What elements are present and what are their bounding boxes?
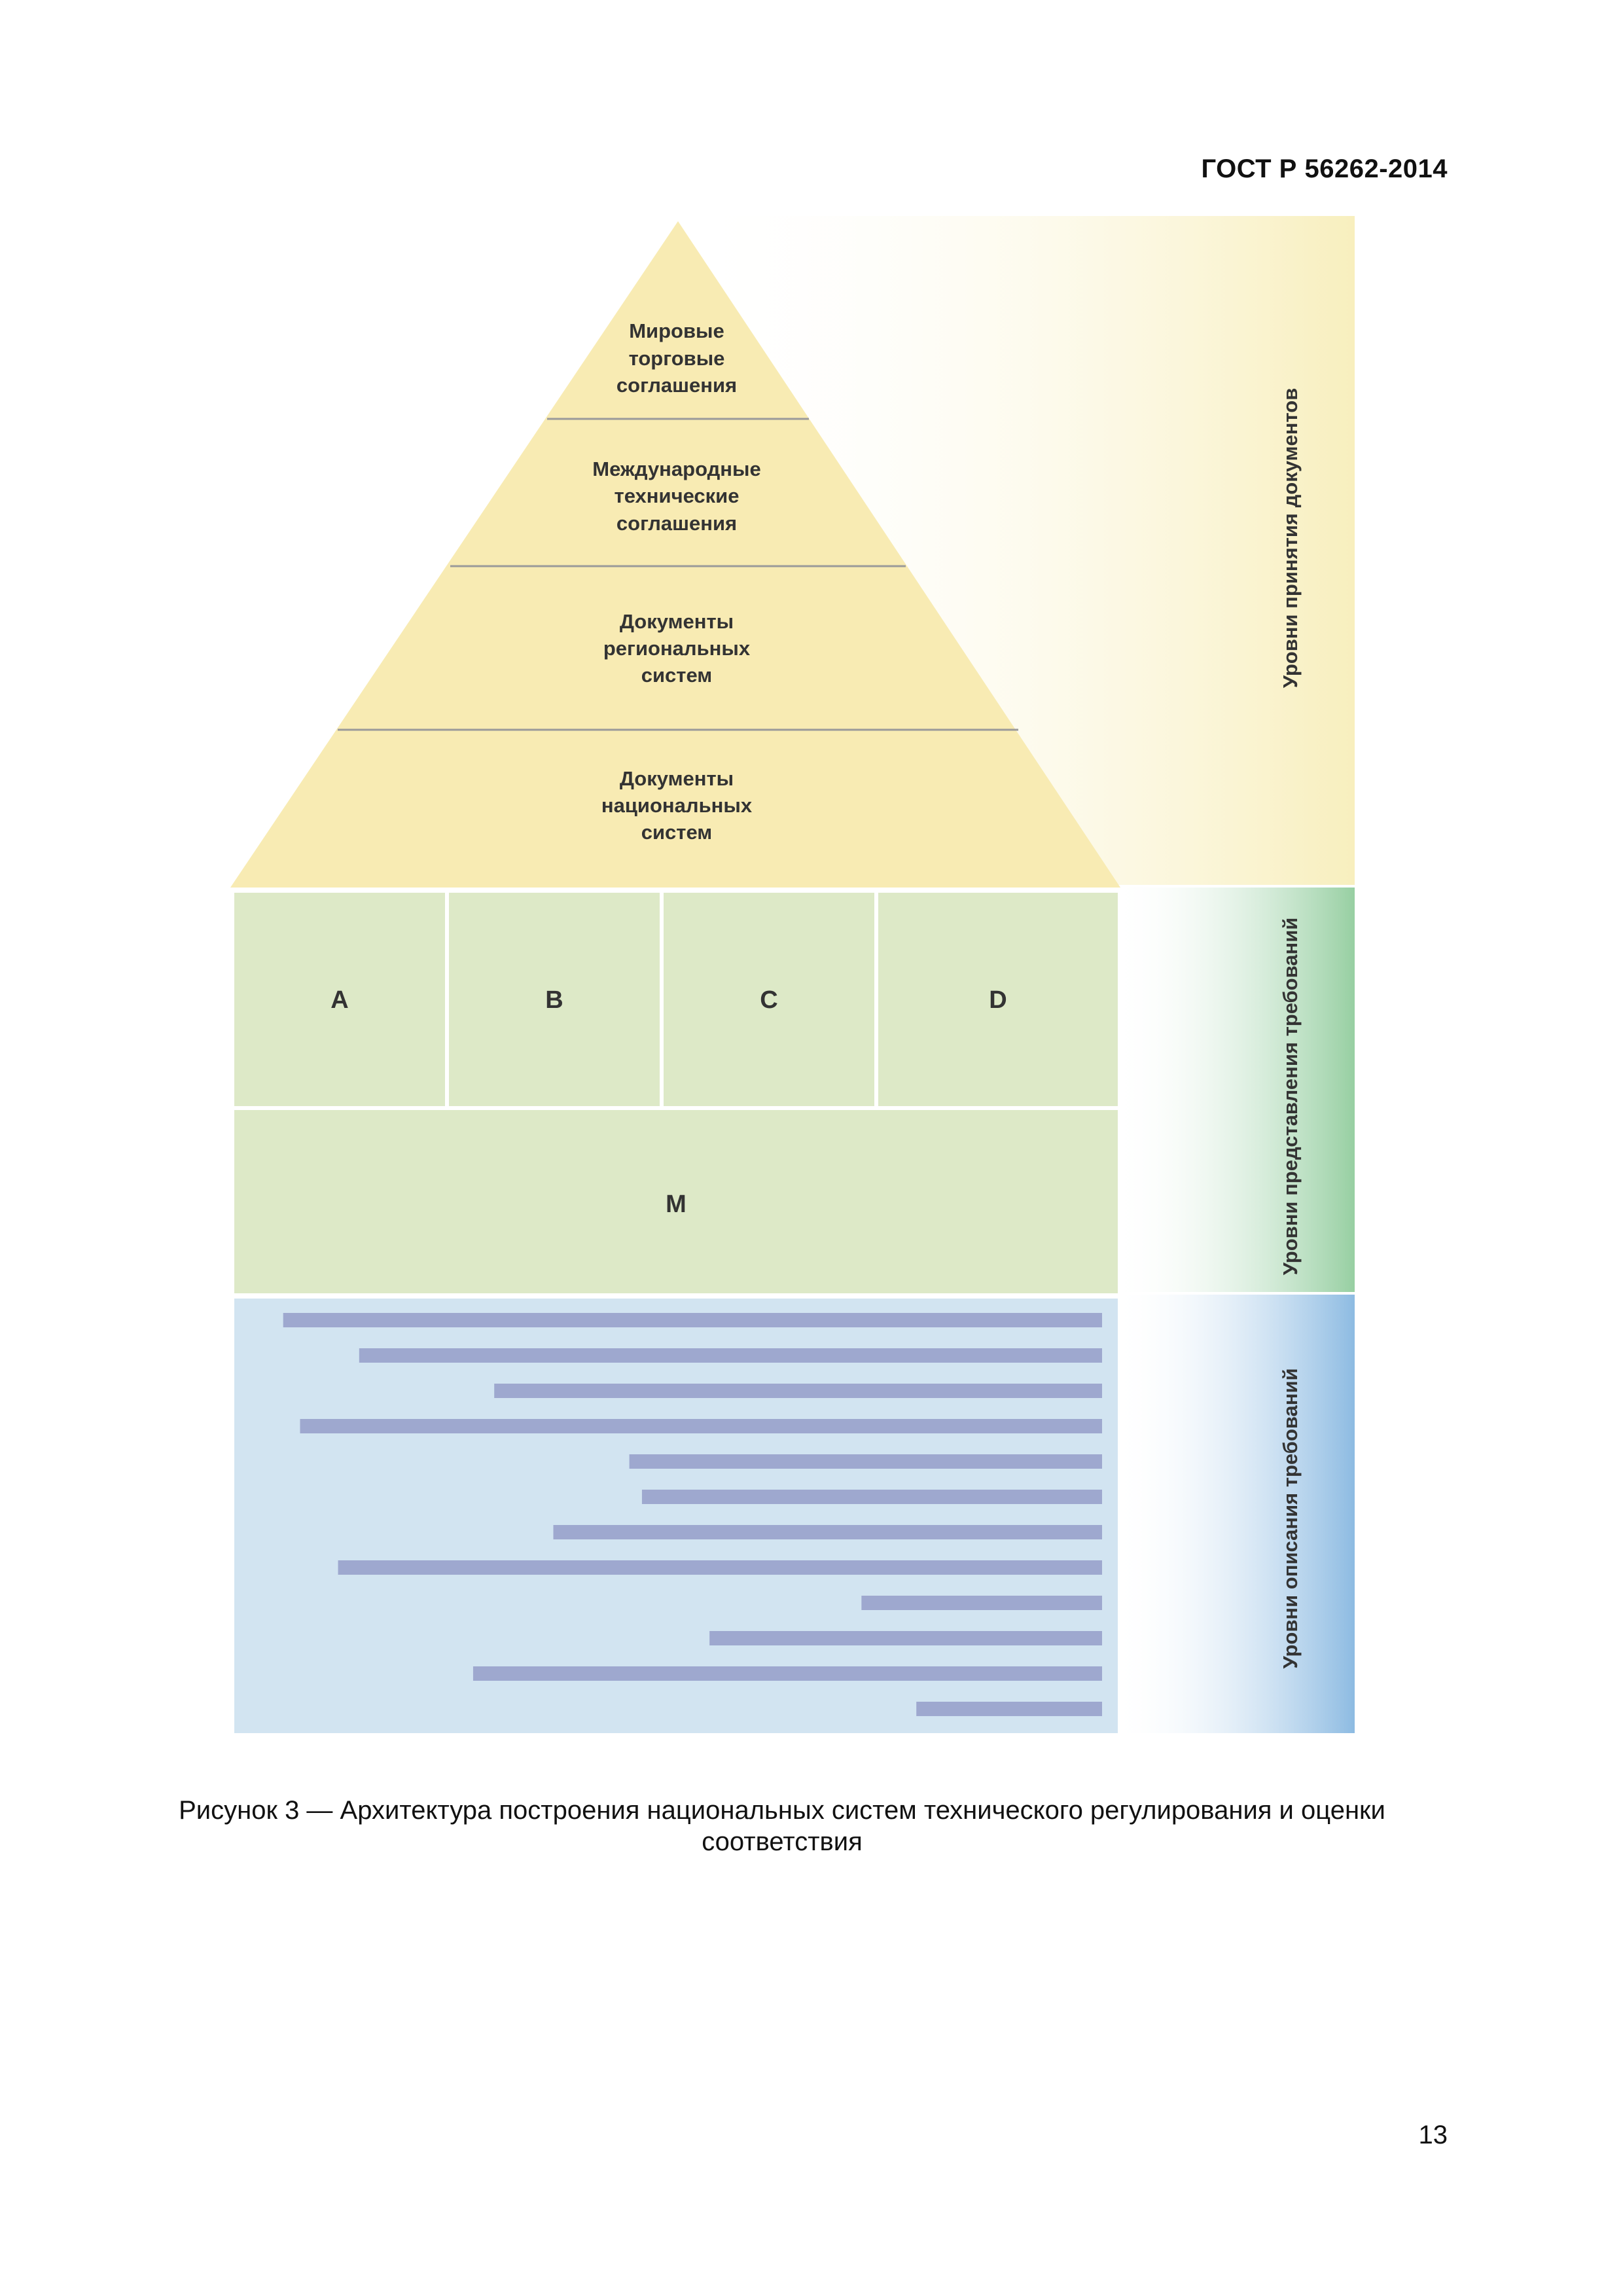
- tier-label-line: соглашения: [616, 374, 737, 397]
- box-d: [878, 893, 1118, 1106]
- box-a-label: A: [330, 986, 348, 1014]
- requirement-bar: [283, 1313, 1103, 1327]
- adoption-levels-label: Уровни принятия документов: [1279, 388, 1302, 689]
- requirement-bars: [283, 1313, 1103, 1716]
- tier-label-line: соглашения: [616, 512, 737, 535]
- requirement-bar: [300, 1419, 1102, 1433]
- page-number: 13: [1418, 2121, 1448, 2149]
- requirement-bar: [473, 1666, 1102, 1681]
- tier-label-line: региональных: [603, 637, 751, 660]
- caption-line-1: Рисунок 3 — Архитектура построения нацио…: [179, 1796, 1385, 1825]
- box-c-label: C: [760, 986, 777, 1014]
- requirement-bar: [359, 1348, 1102, 1363]
- box-a: [234, 893, 445, 1106]
- presentation-levels-label: Уровни представления требований: [1279, 918, 1302, 1276]
- pyramid: [230, 221, 1120, 888]
- tier-label-line: Документы: [620, 767, 734, 790]
- pyramid-tier: Документы региональных систем: [603, 610, 751, 687]
- pyramid-tier: Мировые торговые соглашения: [616, 319, 737, 397]
- box-m-label: M: [666, 1191, 687, 1218]
- description-levels-label: Уровни описания требований: [1279, 1368, 1302, 1668]
- tier-label-line: систем: [641, 821, 713, 844]
- document-code: ГОСТ Р 56262-2014: [1201, 154, 1448, 183]
- tier-label-line: торговые: [629, 347, 725, 370]
- requirement-bar: [861, 1596, 1102, 1610]
- box-m: [234, 1110, 1118, 1293]
- description-levels-band: [1113, 1295, 1355, 1733]
- pyramid-tier: Документы национальных систем: [601, 767, 753, 844]
- requirement-bar: [494, 1384, 1102, 1398]
- figure-caption: Рисунок 3 — Архитектура построения нацио…: [118, 1795, 1446, 1857]
- box-d-label: D: [989, 986, 1007, 1014]
- pyramid-tier: Международные технические соглашения: [592, 457, 760, 535]
- tier-label-line: Мировые: [629, 319, 724, 342]
- caption-line-2: соответствия: [702, 1827, 863, 1856]
- requirements-panel: [234, 1299, 1118, 1733]
- tier-label-line: Документы: [620, 610, 734, 633]
- box-b-label: B: [545, 986, 563, 1014]
- requirement-bar: [709, 1631, 1102, 1645]
- tier-label-line: национальных: [601, 794, 753, 817]
- requirement-bar: [641, 1490, 1102, 1504]
- box-c: [664, 893, 874, 1106]
- tier-label-line: систем: [641, 664, 713, 687]
- requirement-bar: [553, 1525, 1102, 1539]
- tier-label-line: технические: [615, 484, 740, 507]
- requirement-bar: [338, 1560, 1102, 1575]
- requirement-bar: [629, 1454, 1102, 1469]
- box-b: [449, 893, 660, 1106]
- presentation-levels-band: [1113, 888, 1355, 1292]
- requirement-bar: [916, 1702, 1102, 1716]
- tier-label-line: Международные: [592, 457, 760, 480]
